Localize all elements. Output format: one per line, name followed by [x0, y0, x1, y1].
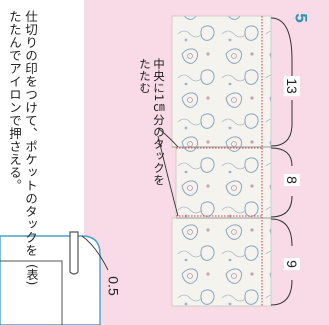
fabric-panel-bottom: [171, 217, 272, 307]
dimension-label-13: 13: [283, 76, 300, 96]
inset-slot: [69, 231, 79, 275]
dimension-label-8: 8: [283, 174, 300, 186]
dimension-bracket-8: [270, 147, 293, 218]
inset-fold-edge: [0, 260, 63, 325]
dimension-label-9: 9: [283, 258, 300, 270]
tack-callout: 中央に1㎝分のタックをたたむ: [138, 58, 166, 186]
dimension-bracket-9: [270, 218, 293, 306]
inset-side-label: (表): [25, 264, 39, 286]
callout-leader: [157, 127, 179, 148]
step-number: 5: [291, 13, 311, 23]
dimension-bracket-13: [270, 17, 293, 147]
callout-leader: [157, 135, 179, 217]
instruction-text: 仕切りの印をつけて、ポケットのタックをたたんでアイロンで押さえる。: [7, 10, 38, 257]
inset-measure-label: 0.5: [105, 276, 122, 296]
fabric-panel-top: [171, 15, 272, 148]
fabric-panel-middle: [175, 146, 272, 219]
inset-measure-leader: [81, 235, 109, 271]
